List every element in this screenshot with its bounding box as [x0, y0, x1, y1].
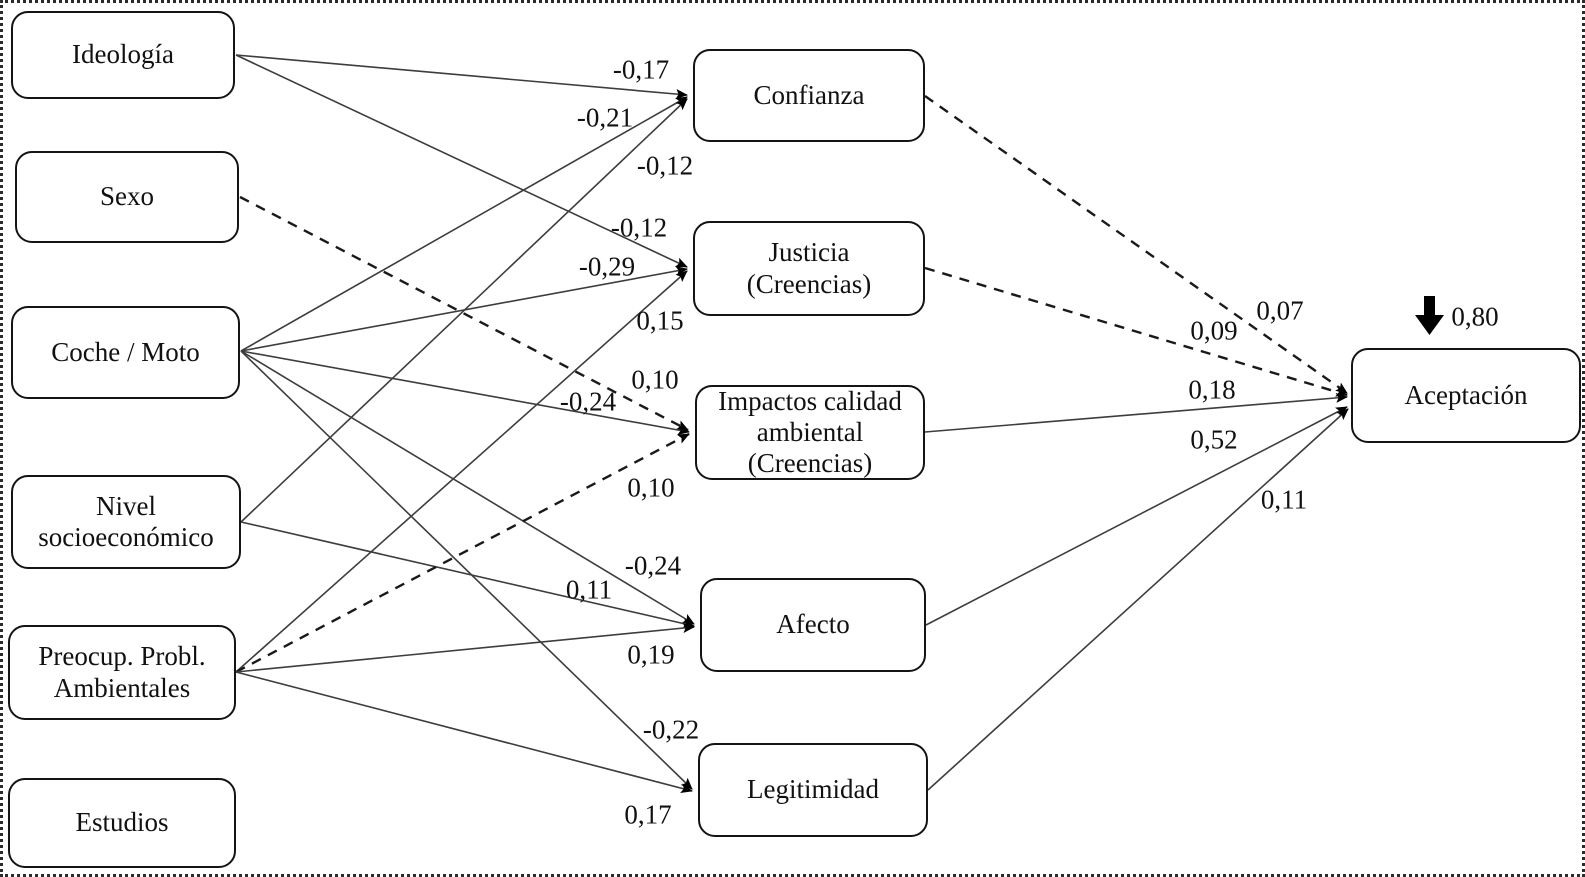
edge-line-coche-confianza	[240, 96, 688, 352]
node-label: Aceptación	[1404, 379, 1528, 410]
coef-coche-afecto: -0,24	[624, 550, 682, 581]
edge-line-preocup-legitimidad	[235, 671, 693, 794]
edge-line-coche-impactos	[240, 350, 690, 435]
node-preocup-probl-ambientales: Preocup. Probl. Ambientales	[8, 625, 236, 720]
node-afecto: Afecto	[700, 578, 926, 672]
coef-nivel-confianza: -0,12	[636, 150, 694, 181]
node-label: Ideología	[72, 39, 174, 70]
node-legitimidad: Legitimidad	[698, 743, 928, 837]
node-justicia: Justicia (Creencias)	[693, 221, 925, 316]
node-label: Coche / Moto	[51, 336, 200, 367]
coef-impactos-aceptacion: 0,18	[1188, 374, 1236, 405]
edge-line-preocup-justicia	[235, 270, 688, 673]
coef-afecto-aceptacion: 0,52	[1190, 424, 1238, 455]
node-confianza: Confianza	[693, 49, 925, 142]
edge-line-preocup-impactos	[235, 432, 690, 674]
edge-line-afecto-aceptacion	[925, 406, 1348, 626]
edge-line-ideologia-confianza	[235, 54, 688, 100]
edge-line-coche-afecto	[240, 350, 695, 625]
node-label: Confianza	[753, 79, 865, 110]
coef-nivel-afecto: 0,11	[565, 574, 613, 605]
node-coche-moto: Coche / Moto	[11, 306, 240, 399]
coef-sexo-impactos: 0,10	[631, 364, 679, 395]
node-sexo: Sexo	[15, 151, 239, 243]
coef-ideologia-justicia: -0,12	[610, 212, 668, 243]
edge-line-nivel-afecto	[240, 521, 695, 629]
node-label: Sexo	[100, 181, 154, 212]
coef-coche-confianza: -0,21	[576, 102, 634, 133]
node-aceptacion: Aceptación	[1351, 348, 1581, 443]
r2-value-aceptacion: 0,80	[1451, 301, 1499, 332]
edge-line-sexo-impactos	[239, 195, 689, 432]
node-impactos-calidad-ambiental: Impactos calidad ambiental (Creencias)	[695, 385, 925, 480]
edge-line-preocup-afecto	[235, 623, 695, 673]
node-label: Legitimidad	[747, 774, 879, 805]
edge-line-coche-legitimidad	[240, 350, 693, 790]
edge-line-ideologia-justicia	[235, 54, 688, 268]
coef-coche-justicia: -0,29	[578, 251, 636, 282]
coef-preocup-legitimidad: 0,17	[624, 799, 672, 830]
edge-lines-layer	[235, 54, 1444, 794]
coef-ideologia-confianza: -0,17	[612, 54, 670, 85]
coef-preocup-justicia: 0,15	[636, 305, 684, 336]
node-label: Preocup. Probl. Ambientales	[38, 641, 206, 703]
coef-justicia-aceptacion: 0,09	[1190, 315, 1238, 346]
node-label: Justicia (Creencias)	[746, 237, 872, 299]
node-label: Estudios	[75, 807, 169, 838]
coef-preocup-afecto: 0,19	[627, 639, 675, 670]
node-estudios: Estudios	[8, 778, 236, 868]
coef-coche-impactos: -0,24	[559, 386, 617, 417]
edge-line-nivel-confianza	[240, 98, 688, 523]
coef-preocup-impactos: 0,10	[627, 472, 675, 503]
coef-confianza-aceptacion: 0,07	[1256, 295, 1304, 326]
edge-line-confianza-aceptacion	[924, 95, 1348, 394]
node-nivel-socioeconomico: Nivel socioeconómico	[11, 475, 241, 569]
edge-line-justicia-aceptacion	[924, 266, 1348, 397]
coef-coche-legitimidad: -0,22	[642, 714, 700, 745]
node-label: Impactos calidad ambiental (Creencias)	[718, 385, 902, 479]
edge-line-legitimidad-aceptacion	[927, 408, 1349, 791]
node-ideologia: Ideología	[11, 11, 235, 99]
edge-line-impactos-aceptacion	[924, 392, 1348, 433]
node-label: Nivel socioeconómico	[38, 490, 214, 552]
node-label: Afecto	[776, 609, 850, 640]
coef-legitimidad-aceptacion: 0,11	[1260, 484, 1308, 515]
r2-down-arrow-icon	[1415, 296, 1444, 335]
